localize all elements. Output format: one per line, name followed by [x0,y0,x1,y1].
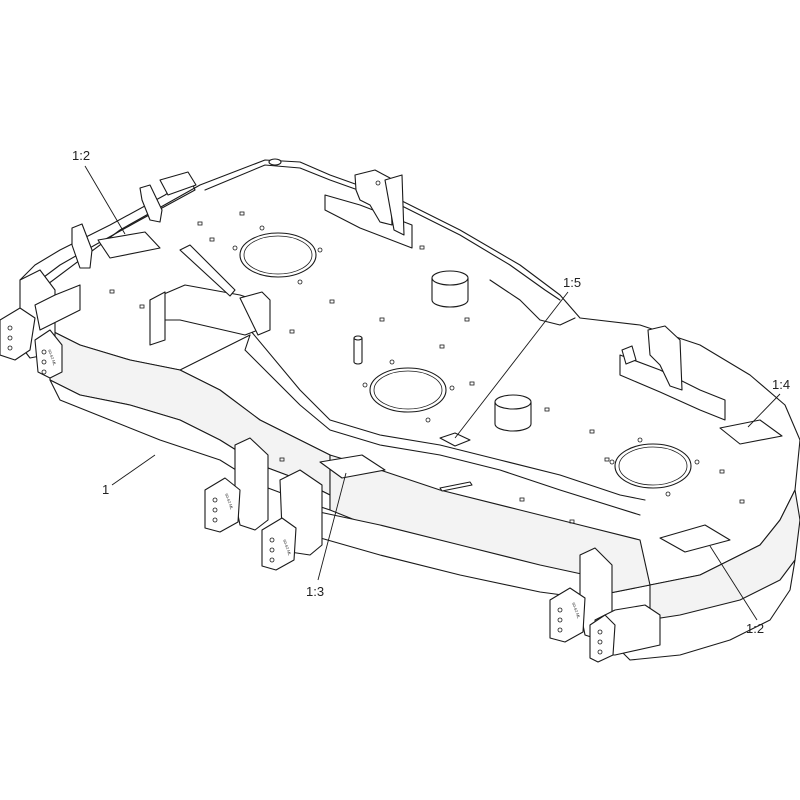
right-rear-bracket [619,325,726,421]
decals [97,231,783,553]
front-right-brackets [549,547,661,663]
pulley-bosses [268,158,532,432]
front-center-brackets [204,437,323,571]
callout-1-2-bottom: 1:2 [746,621,764,636]
callout-1-2-top: 1:2 [72,148,90,163]
callout-1: 1 [102,482,109,497]
baffle-ridge-2 [244,334,641,516]
callout-1-3: 1:3 [306,584,324,599]
callout-1-5: 1:5 [563,275,581,290]
baffle-ridge [249,329,646,501]
center-spindle-opening [369,367,447,413]
stamp-label-1: 60-62 ML [47,349,58,367]
left-rear-hangers [71,171,197,269]
decal-1-2-top [97,231,161,259]
decal-1-2-bottom [659,524,731,553]
leader-lines [84,165,781,621]
spindle-openings [239,232,692,489]
deck-slot [439,481,473,492]
center-rear-bracket [324,169,413,249]
left-spindle-opening [239,232,317,278]
decal-1-4 [719,419,783,445]
left-rear-bracket [149,244,271,346]
callout-1-4: 1:4 [772,377,790,392]
rear-baffle [489,279,576,326]
stamp-label-2: 60-62 ML [224,493,235,511]
bolt-holes [109,211,745,524]
deck-tab [439,432,471,447]
stamp-label-3: 60-62 ML [282,539,293,557]
front-left-bracket [0,269,81,379]
stamp-label-4: 60-62 ML [571,602,582,620]
decal-1-3 [319,454,386,479]
right-spindle-opening [614,443,692,489]
baffle-left [179,334,251,371]
